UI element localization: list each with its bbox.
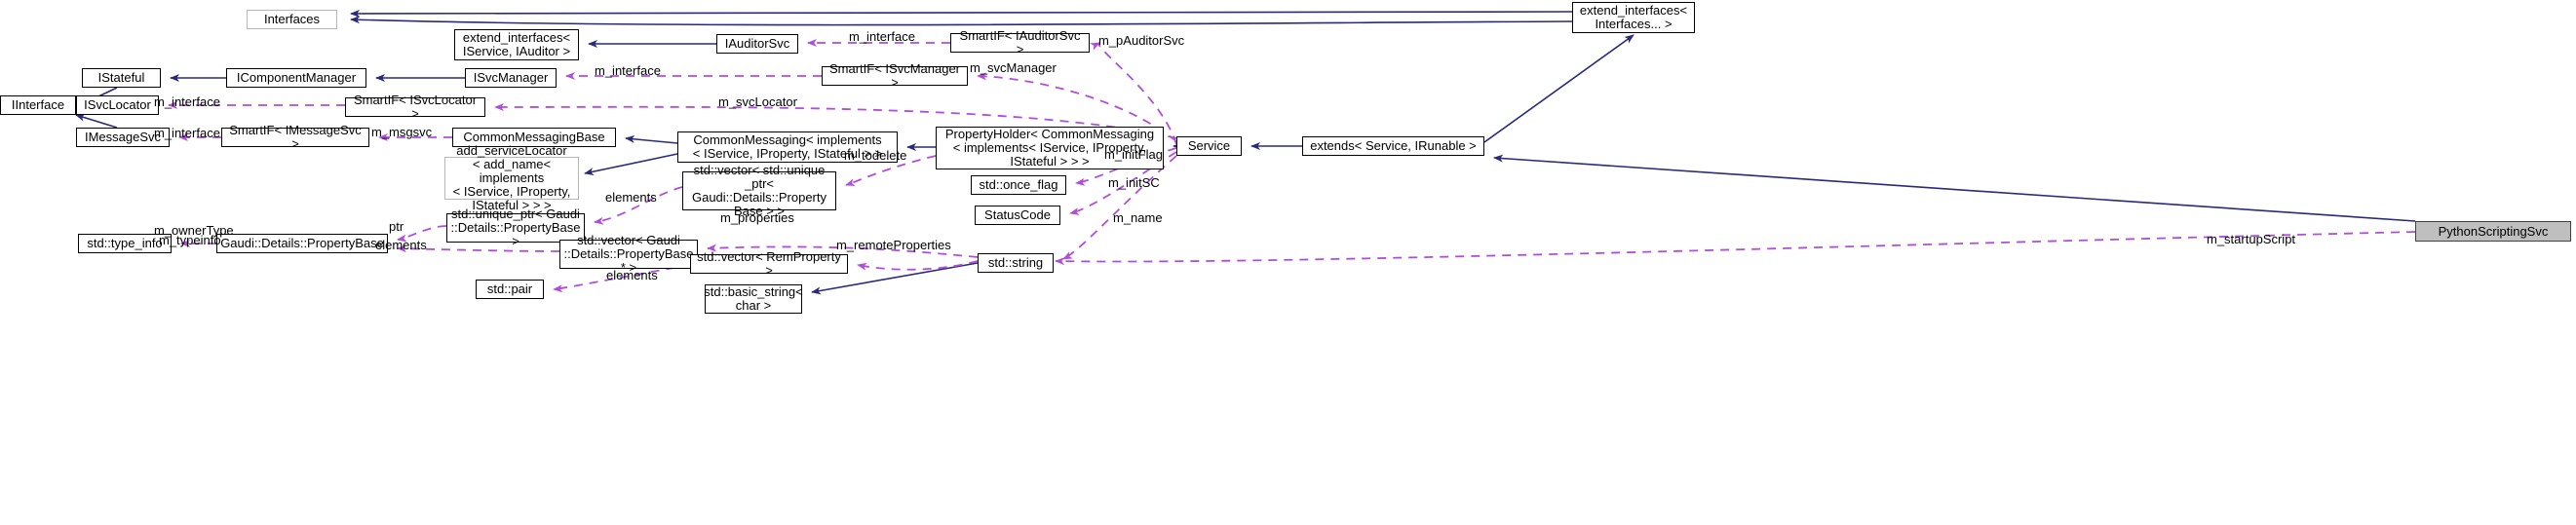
edge-label-m_properties: m_properties [720,210,794,225]
edge-label-m_startupScript: m_startupScript [2207,232,2296,246]
class-node-service[interactable]: Service [1176,136,1242,156]
class-node-icomponentmanager[interactable]: IComponentManager [226,68,366,88]
class-node-iinterface[interactable]: IInterface [0,95,76,115]
class-node-commonmessaging[interactable]: CommonMessaging< implements < IService, … [677,131,898,163]
class-node-basic_string[interactable]: std::basic_string< char > [704,284,803,314]
usage-edges [168,39,2416,293]
edge-label-m_initFlag: m_initFlag [1104,147,1163,162]
edge-label-elements_1: elements [605,190,657,205]
class-node-std_pair[interactable]: std::pair [476,280,544,299]
class-node-interfaces[interactable]: Interfaces [247,10,337,29]
edge-label-m_svcLocator: m_svcLocator [718,94,797,109]
class-node-vec_unique_ptr_pb[interactable]: std::vector< std::unique _ptr< Gaudi::De… [682,164,836,218]
edge-label-m_name: m_name [1113,210,1163,225]
class-node-type_info[interactable]: std::type_info [78,234,172,253]
edge-label-m_pAuditorSvc: m_pAuditorSvc [1098,33,1185,48]
class-node-smartif_imessagesvc[interactable]: SmartIF< IMessageSvc > [221,124,369,151]
edge-label-m_svcManager: m_svcManager [970,60,1057,75]
class-node-propertybase[interactable]: Gaudi::Details::PropertyBase [216,234,388,253]
class-node-extend_interfaces_isa[interactable]: extend_interfaces< IService, IAuditor > [454,29,579,60]
class-node-smartif_iauditorsvc[interactable]: SmartIF< IAuditorSvc > [950,29,1090,56]
edge-label-m_todelete: m_todelete [844,148,907,163]
edge-label-m_interface_1: m_interface [849,29,915,44]
class-node-pythonscriptingsvc[interactable]: PythonScriptingSvc [2415,221,2571,242]
inheritance-edges [75,9,2416,295]
class-node-commonmessagingbase[interactable]: CommonMessagingBase [452,128,616,147]
class-node-iauditorsvc[interactable]: IAuditorSvc [716,34,798,54]
class-node-add_servicelocator[interactable]: add_serviceLocator < add_name< implement… [444,144,579,212]
class-node-vec_pb_ptr[interactable]: std::vector< Gaudi ::Details::PropertyBa… [559,234,698,275]
edge-label-m_msgsvc: m_msgsvc [371,125,433,139]
edge-label-ptr: ptr [389,219,404,234]
class-node-std_string[interactable]: std::string [978,253,1054,273]
edge-label-elements_3: elements [606,268,658,282]
edge-label-m_interface_4: m_interface [154,126,220,140]
class-node-imessagesvc[interactable]: IMessageSvc [76,128,170,147]
class-node-unique_ptr_pb[interactable]: std::unique_ptr< Gaudi ::Details::Proper… [446,207,585,248]
class-node-propertyholder[interactable]: PropertyHolder< CommonMessaging < implem… [936,127,1164,169]
edge-label-m_ownerType: m_ownerType [154,223,234,238]
edge-label-m_remoteProperties: m_remoteProperties [836,238,951,252]
edge-label-m_interface_2: m_interface [595,63,661,78]
class-node-once_flag[interactable]: std::once_flag [971,175,1066,195]
edge-label-elements_2: elements [375,238,427,252]
class-node-extends_service[interactable]: extends< Service, IRunable > [1302,136,1484,156]
class-node-istateful[interactable]: IStateful [82,68,161,88]
class-node-statuscode[interactable]: StatusCode [975,206,1060,225]
edge-label-m_initSC: m_initSC [1108,175,1160,190]
class-node-isvclocator[interactable]: ISvcLocator [76,95,159,115]
class-node-isvcmanager[interactable]: ISvcManager [465,68,557,88]
edge-label-m_typeinfo: m_typeinfo [159,233,221,247]
edge-label-m_interface_3: m_interface [154,94,220,109]
class-node-smartif_isvcmanager[interactable]: SmartIF< ISvcManager > [822,62,968,90]
class-node-vec_remproperty[interactable]: std::vector< RemProperty > [690,250,848,278]
class-node-smartif_isvclocator[interactable]: SmartIF< ISvcLocator > [345,94,485,121]
class-node-extend_interfaces_var[interactable]: extend_interfaces< Interfaces... > [1572,2,1695,33]
